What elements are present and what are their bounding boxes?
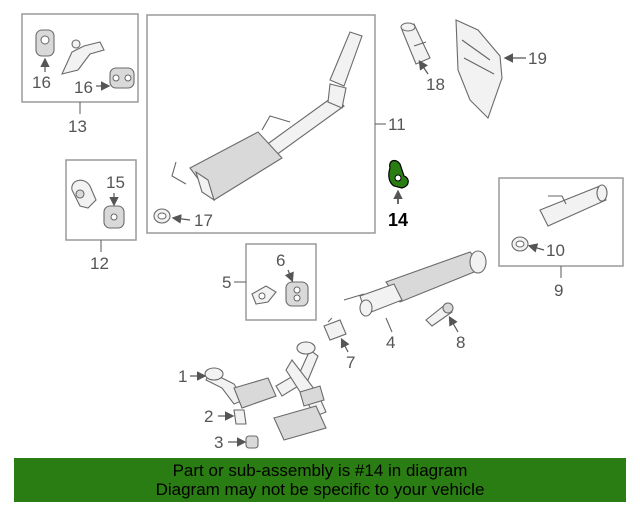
fitment-notice-banner: Part or sub-assembly is #14 in diagram D… [14,458,626,502]
callout-16a: 16 [32,73,51,92]
callout-11: 11 [388,115,406,134]
callout-13: 13 [68,117,87,136]
rubber-insulator-part[interactable] [103,205,125,229]
muffler-tailpipe-assembly-part[interactable] [171,31,363,202]
group-13-hangers-box: 16 16 [21,13,139,103]
hanger-clamp-part[interactable] [71,179,97,209]
group-12-box: 15 [65,159,137,241]
callout-7: 7 [346,353,355,372]
callout-19: 19 [528,49,547,68]
hanger-bracket-14-part[interactable] [388,159,409,189]
callout-12: 12 [90,254,109,273]
intermediate-muffler-part[interactable] [343,250,487,317]
insulator-6-part[interactable] [285,281,309,307]
tailpipe-extension-part[interactable] [539,184,608,227]
stud-2-part[interactable] [233,409,247,425]
callout-8: 8 [456,333,465,352]
group-11-muffler-box: 17 [146,14,376,234]
callout-14: 14 [388,210,408,230]
callout-16b: 16 [74,78,93,97]
callout-10: 10 [546,241,565,260]
clamp-10-part[interactable] [511,236,529,252]
callout-2: 2 [204,407,213,426]
group-9-box: 10 [498,177,624,267]
callout-6: 6 [276,251,285,270]
callout-4: 4 [386,333,395,352]
rubber-isolator-part[interactable] [109,67,135,89]
banner-line-1: Part or sub-assembly is #14 in diagram [172,461,468,480]
group-5-box: 6 [245,243,317,321]
callout-1: 1 [178,367,187,386]
hanger-bracket-part[interactable] [61,39,105,75]
callout-9: 9 [554,281,563,300]
callout-5: 5 [222,273,231,292]
catalytic-converter-assembly-part[interactable] [204,341,327,441]
sensor-8-part[interactable] [425,302,454,327]
nut-3-part[interactable] [245,435,259,449]
callout-3: 3 [214,433,223,452]
hanger-5-part[interactable] [251,285,277,305]
clamp-part[interactable] [153,208,171,224]
callout-15: 15 [106,173,125,192]
callout-18: 18 [426,75,445,94]
heat-shield-part[interactable] [455,19,503,120]
callout-17: 17 [194,211,213,230]
clamp-7-part[interactable] [323,317,347,341]
exhaust-tip-part[interactable] [400,22,431,65]
banner-line-2: Diagram may not be specific to your vehi… [155,480,485,499]
rubber-hanger-part[interactable] [35,29,55,57]
